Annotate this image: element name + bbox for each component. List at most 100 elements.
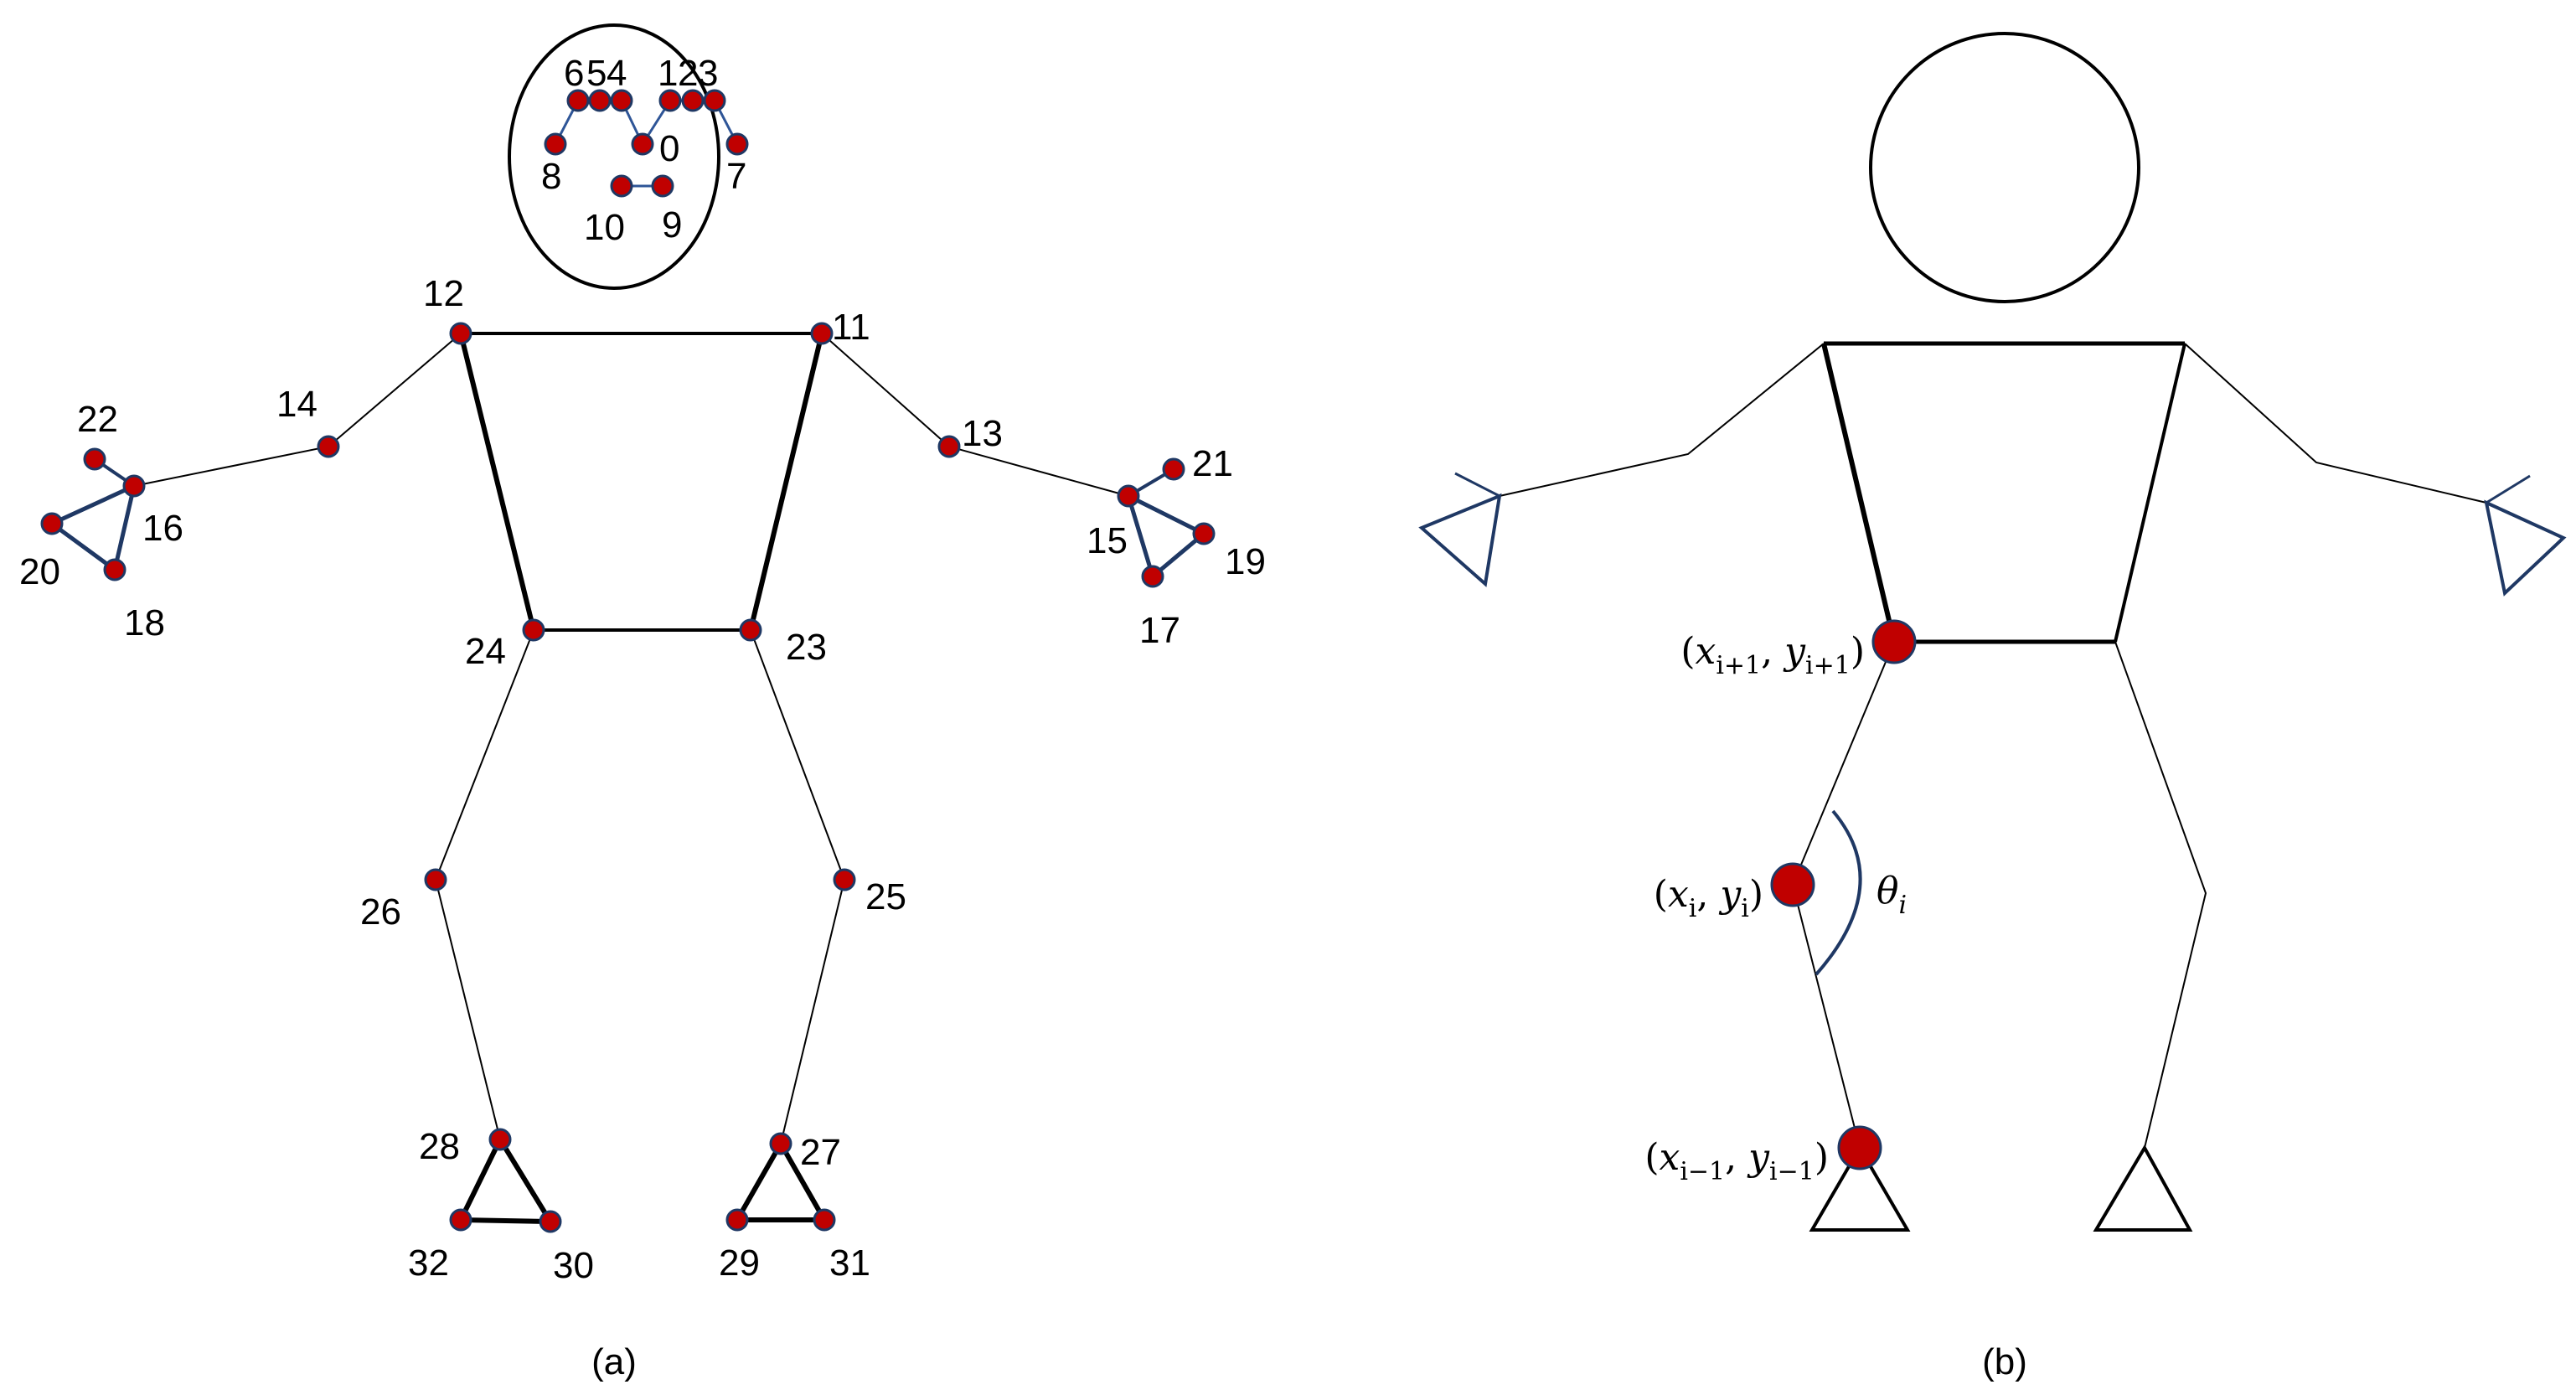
foot-right-triangle — [732, 1138, 829, 1222]
landmark-label-9: 9 — [662, 204, 682, 245]
landmark-point-25 — [833, 868, 856, 891]
bone-24-26 — [435, 629, 534, 881]
joint-mid-x: x — [1668, 873, 1689, 916]
hand-connections — [48, 457, 1208, 581]
bone-14-16 — [133, 446, 329, 487]
landmark-point-0 — [631, 132, 654, 156]
skeleton-lines-a — [133, 332, 1129, 1225]
hand-b-left-triangle — [1418, 493, 1502, 587]
landmark-point-13 — [937, 435, 961, 458]
landmark-point-1 — [658, 89, 682, 112]
landmark-point-30 — [539, 1210, 562, 1233]
joint-lower-x: x — [1660, 1136, 1680, 1179]
landmark-label-31: 31 — [829, 1243, 870, 1284]
caption-b: (b) — [1982, 1341, 2027, 1382]
landmark-point-5 — [588, 89, 612, 112]
bone-11-23 — [748, 333, 824, 631]
landmark-label-4: 4 — [607, 53, 627, 94]
joint-upper-y: y — [1783, 630, 1806, 673]
landmark-label-2: 2 — [678, 53, 698, 94]
landmark-label-1: 1 — [658, 53, 678, 94]
landmark-label-17: 17 — [1139, 610, 1180, 651]
landmark-label-20: 20 — [19, 551, 60, 592]
landmark-point-22 — [83, 447, 106, 471]
landmark-label-13: 13 — [962, 413, 1003, 454]
caption-a: (a) — [591, 1341, 637, 1382]
landmark-label-21: 21 — [1192, 443, 1233, 484]
landmark-point-32 — [449, 1208, 472, 1232]
landmark-point-23 — [739, 618, 762, 642]
landmark-point-29 — [725, 1208, 749, 1232]
joint-upper-point — [1871, 619, 1917, 664]
landmark-label-22: 22 — [77, 399, 118, 440]
joint-lower-y: y — [1747, 1136, 1770, 1179]
landmark-point-15 — [1117, 484, 1140, 508]
landmark-point-19 — [1192, 522, 1216, 545]
joint-upper-x: x — [1696, 630, 1716, 673]
panel-a: 0 1 2 3 4 5 6 7 8 9 10 11 12 13 14 15 16… — [19, 23, 1266, 1382]
landmark-label-5: 5 — [586, 53, 607, 94]
landmark-label-24: 24 — [465, 631, 506, 672]
torso-left — [1821, 343, 1897, 643]
bone-25-27 — [780, 879, 845, 1144]
landmark-label-28: 28 — [419, 1126, 460, 1167]
head-circle-a — [508, 23, 720, 290]
hand-right-triangle — [1124, 492, 1208, 581]
joint-upper-label: (xi+1, yi+1) — [1680, 630, 1865, 680]
landmark-label-16: 16 — [142, 508, 183, 549]
landmark-label-30: 30 — [553, 1245, 594, 1286]
landmark-label-15: 15 — [1087, 520, 1128, 561]
landmark-point-28 — [488, 1128, 512, 1151]
landmark-label-32: 32 — [408, 1243, 449, 1284]
landmark-point-14 — [317, 435, 340, 458]
foot-left-triangle — [457, 1134, 555, 1225]
head-circle-b — [1869, 32, 2140, 303]
landmark-label-18: 18 — [124, 602, 165, 643]
landmark-point-2 — [681, 89, 705, 112]
arm-left — [1499, 343, 1825, 497]
joint-mid-point — [1770, 862, 1815, 907]
joint-upper-x-sub: i+1 — [1716, 651, 1761, 680]
landmark-point-26 — [424, 868, 447, 891]
landmark-label-14: 14 — [276, 384, 317, 425]
bone-12-14 — [328, 333, 462, 447]
landmark-label-25: 25 — [865, 876, 906, 917]
panel-b: (xi+1, yi+1) (xi, yi) (xi−1, yi−1) θi (b… — [1418, 32, 2567, 1382]
joint-lower-point — [1837, 1125, 1882, 1170]
landmark-label-6: 6 — [564, 53, 584, 94]
landmark-label-11: 11 — [832, 307, 870, 348]
hands-b — [1418, 472, 2567, 597]
landmark-point-20 — [40, 512, 64, 535]
landmark-point-27 — [769, 1132, 792, 1155]
landmark-points — [40, 89, 1216, 1233]
foot-b-left — [1809, 1144, 1911, 1232]
torso-right — [2114, 343, 2186, 643]
angle-symbol: θ — [1877, 870, 1899, 912]
landmark-point-4 — [610, 89, 633, 112]
landmark-labels: 0 1 2 3 4 5 6 7 8 9 10 11 12 13 14 15 16… — [19, 53, 1266, 1286]
joint-upper-y-sub: i+1 — [1805, 651, 1851, 680]
landmark-point-7 — [725, 132, 749, 156]
hand-b-right-thumb — [2486, 474, 2531, 504]
hand-b-left-thumb — [1454, 472, 1500, 498]
joint-lower-y-sub: i−1 — [1769, 1157, 1815, 1186]
joints-b — [1770, 619, 1917, 1170]
bone-23-25 — [750, 629, 845, 881]
landmark-point-11 — [810, 322, 834, 345]
landmark-point-31 — [813, 1208, 836, 1232]
joint-mid-y: y — [1718, 873, 1742, 916]
landmark-point-21 — [1162, 457, 1185, 481]
arm-right — [2184, 343, 2487, 504]
angle-label: θi — [1877, 870, 1907, 920]
landmark-label-29: 29 — [719, 1243, 760, 1284]
joint-lower-x-sub: i−1 — [1680, 1157, 1725, 1186]
angle-sub: i — [1899, 891, 1907, 920]
landmark-label-0: 0 — [659, 128, 679, 169]
landmark-label-19: 19 — [1225, 541, 1266, 582]
landmark-label-7: 7 — [726, 156, 746, 197]
joint-lower-label: (xi−1, yi−1) — [1644, 1136, 1829, 1186]
landmark-label-10: 10 — [584, 207, 625, 248]
landmark-label-23: 23 — [786, 627, 827, 668]
landmark-point-9 — [651, 174, 674, 198]
